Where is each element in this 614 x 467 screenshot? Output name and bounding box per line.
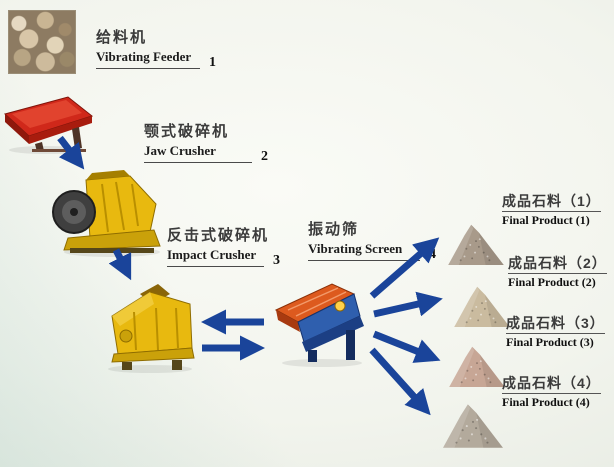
stage-name-zh: 反击式破碎机: [167, 227, 270, 244]
stage-label-vibrating-screen: 振动筛 Vibrating Screen 4: [308, 220, 436, 262]
product-name-zh: 成品石料（1）: [502, 192, 601, 212]
raw-material-photo: [8, 10, 76, 74]
product-label-2: 成品石料（2） Final Product (2): [508, 254, 607, 290]
stage-name-en: Impact Crusher: [167, 246, 264, 267]
product-name-en: Final Product (1): [502, 213, 590, 227]
stage-name-zh: 给料机: [96, 29, 148, 46]
arrow-screen-to-product-4: [369, 347, 431, 416]
stage-number: 1: [209, 55, 216, 70]
stage-label-jaw-crusher: 颚式破碎机 Jaw Crusher 2: [144, 122, 268, 164]
stage-name-zh: 颚式破碎机: [144, 123, 230, 140]
stage-label-vibrating-feeder: 给料机 Vibrating Feeder 1: [96, 28, 216, 70]
impact-crusher-illustration: [100, 282, 200, 374]
stage-number: 4: [429, 247, 436, 262]
stage-name-zh: 振动筛: [308, 221, 360, 238]
stage-name-en: Vibrating Screen: [308, 240, 420, 261]
product-label-4: 成品石料（4） Final Product (4): [502, 374, 601, 410]
product-label-3: 成品石料（3） Final Product (3): [506, 314, 605, 350]
stage-name-en: Vibrating Feeder: [96, 48, 200, 69]
stage-label-impact-crusher: 反击式破碎机 Impact Crusher 3: [167, 226, 280, 268]
product-name-en: Final Product (4): [502, 395, 590, 409]
arrow-screen-to-product-2: [373, 291, 443, 318]
stage-number: 2: [261, 149, 268, 164]
product-label-1: 成品石料（1） Final Product (1): [502, 192, 601, 228]
stage-number: 3: [273, 253, 280, 268]
product-name-zh: 成品石料（4）: [502, 374, 601, 394]
arrow-screen-to-product-3: [372, 330, 441, 363]
jaw-crusher-illustration: [50, 168, 170, 258]
vibrating-feeder-illustration: [2, 92, 97, 154]
product-pile-2: [452, 282, 512, 328]
product-pile-4: [442, 398, 504, 450]
stage-name-en: Jaw Crusher: [144, 142, 252, 163]
product-name-en: Final Product (3): [506, 335, 594, 349]
vibrating-screen-illustration: [272, 278, 372, 368]
product-name-zh: 成品石料（2）: [508, 254, 607, 274]
product-pile-1: [446, 220, 506, 266]
product-name-en: Final Product (2): [508, 275, 596, 289]
product-pile-3: [448, 342, 506, 388]
product-name-zh: 成品石料（3）: [506, 314, 605, 334]
